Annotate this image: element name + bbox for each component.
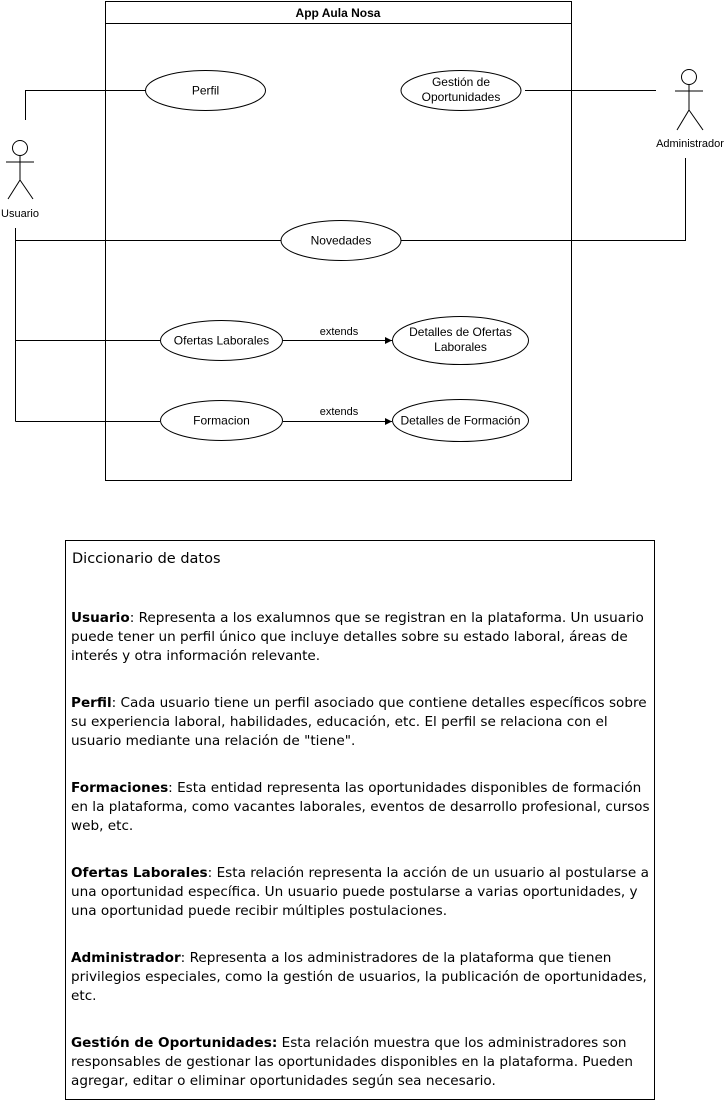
entry-separator: :	[271, 1035, 278, 1051]
use-case-ofertas-laborales[interactable]: Ofertas Laborales	[160, 320, 283, 361]
extend-relations: extends extends	[283, 326, 392, 425]
entry-description: Esta entidad representa las oportunidade…	[71, 780, 650, 834]
dictionary-entry-administrador: Administrador: Representa a los administ…	[71, 949, 650, 1006]
entry-description: Esta relación representa la acción de un…	[71, 865, 649, 919]
dictionary-entry-ofertas-laborales: Ofertas Laborales: Esta relación represe…	[71, 864, 650, 921]
entry-term: Gestión de Oportunidades	[71, 1035, 272, 1051]
entry-term: Usuario	[71, 610, 130, 626]
use-case-detalles-ofertas-line2: Laborales	[434, 340, 487, 354]
use-case-novedades-label: Novedades	[311, 234, 372, 248]
entry-description: Representa a los administradores de la p…	[71, 950, 647, 1004]
admin-novedades-link	[401, 158, 686, 241]
use-case-detalles-ofertas[interactable]: Detalles de Ofertas Laborales	[392, 316, 529, 365]
actor-usuario-label: Usuario	[1, 208, 39, 220]
entry-term: Ofertas Laborales	[71, 865, 208, 881]
entry-separator: :	[111, 695, 117, 711]
use-case-diagram: App Aula Nosa extends extends Perfil Ges…	[1, 1, 724, 481]
extend-label-formacion: extends	[320, 406, 359, 418]
usuario-perfil-link	[25, 90, 146, 120]
dictionary-entry-perfil: Perfil: Cada usuario tiene un perfil aso…	[71, 694, 650, 751]
entry-description: Cada usuario tiene un perfil asociado qu…	[71, 695, 647, 749]
dictionary-entry-usuario: Usuario: Representa a los exalumnos que …	[71, 609, 650, 666]
entry-separator: :	[207, 865, 213, 881]
entry-term: Formaciones	[71, 780, 169, 796]
use-case-formacion-label: Formacion	[193, 414, 250, 428]
association-lines	[15, 90, 686, 422]
extend-label-ofertas: extends	[320, 326, 359, 338]
use-case-gestion-label-line1: Gestión de	[432, 75, 490, 89]
use-case-perfil[interactable]: Perfil	[145, 70, 266, 111]
system-title: App Aula Nosa	[296, 6, 381, 20]
use-case-perfil-label: Perfil	[192, 84, 219, 98]
entry-separator: :	[180, 950, 186, 966]
actor-administrador-label: Administrador	[656, 138, 724, 150]
data-dictionary-panel: Diccionario de datos Usuario: Representa…	[65, 540, 655, 1100]
entry-separator: :	[129, 610, 135, 626]
entry-separator: :	[168, 780, 173, 796]
use-case-detalles-ofertas-line1: Detalles de Ofertas	[409, 325, 512, 339]
entry-term: Perfil	[71, 695, 112, 711]
actor-usuario[interactable]: Usuario	[1, 140, 39, 221]
dictionary-entry-gestion-oportunidades: Gestión de Oportunidades: Esta relación …	[71, 1034, 650, 1091]
data-dictionary-title: Diccionario de datos	[72, 551, 221, 567]
use-case-novedades[interactable]: Novedades	[280, 220, 402, 261]
use-case-ofertas-label: Ofertas Laborales	[174, 334, 269, 348]
stick-figure-icon	[6, 140, 34, 200]
entry-term: Administrador	[71, 950, 181, 966]
entry-description: Esta relación muestra que los administra…	[71, 1035, 633, 1089]
use-case-gestion-oportunidades[interactable]: Gestión de Oportunidades	[400, 70, 522, 111]
use-case-detalles-formacion-label: Detalles de Formación	[400, 414, 520, 428]
use-case-formacion[interactable]: Formacion	[160, 400, 283, 441]
entry-description: Representa a los exalumnos que se regist…	[71, 610, 644, 664]
use-case-detalles-formacion[interactable]: Detalles de Formación	[392, 399, 529, 442]
dictionary-entry-formaciones: Formaciones: Esta entidad representa las…	[71, 779, 650, 836]
actor-administrador[interactable]: Administrador	[656, 69, 724, 151]
stick-figure-icon	[675, 69, 704, 131]
use-case-gestion-label-line2: Oportunidades	[422, 90, 501, 104]
